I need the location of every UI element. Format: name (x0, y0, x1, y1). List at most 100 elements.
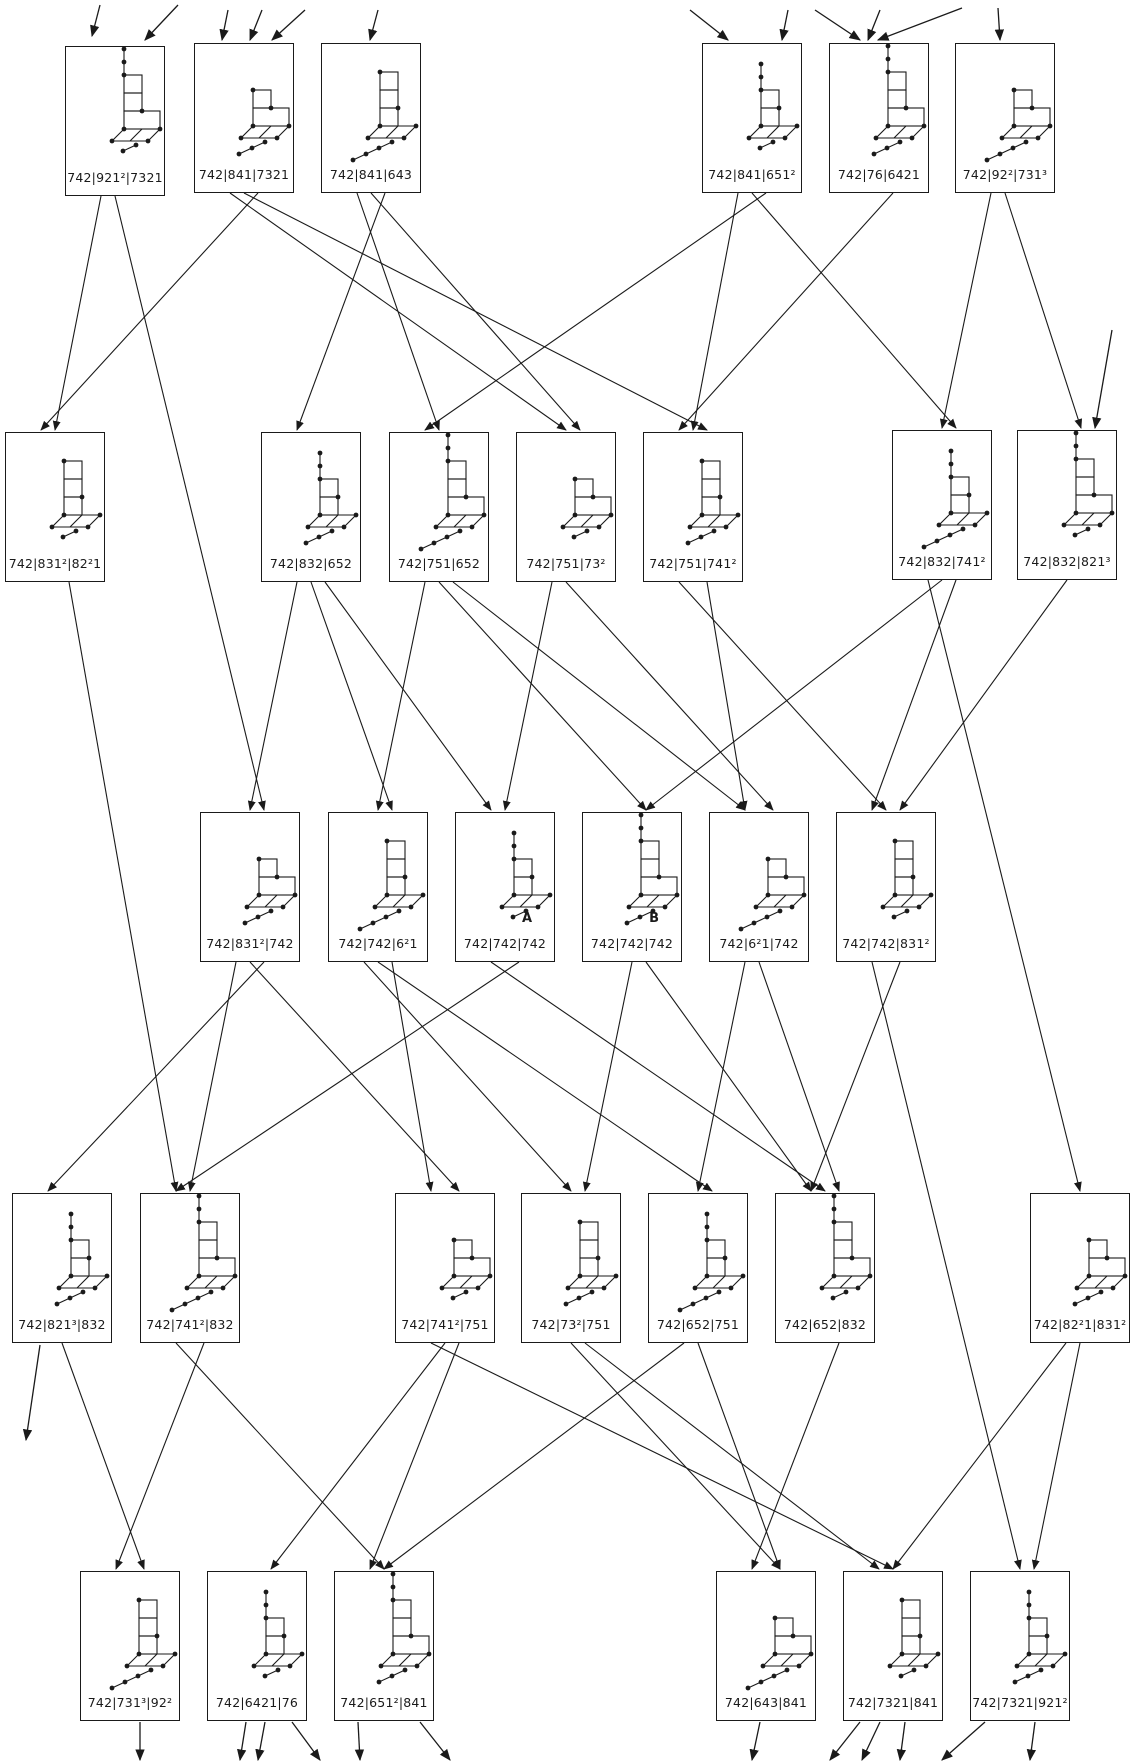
node-graphic (357, 838, 426, 932)
node-label: 742|7321|921² (972, 1695, 1068, 1710)
node-graphic (685, 458, 741, 546)
edge-arrow (939, 192, 992, 429)
node-graphic (819, 1194, 873, 1301)
edge-arrow (391, 961, 434, 1192)
node-label: 742|831²|82²1 (8, 556, 102, 571)
edge-arrow (324, 581, 492, 811)
lattice-dots (1012, 1589, 1068, 1685)
lattice-dots (54, 1211, 110, 1307)
edge-arrow (370, 192, 581, 431)
partition-node: 742|841|651² (702, 43, 802, 193)
lattice-dots (350, 69, 419, 163)
edge-arrow (751, 192, 957, 429)
stub-arrow (255, 1721, 266, 1762)
lattice-dots (871, 44, 927, 157)
node-label: 742|651²|841 (340, 1695, 428, 1710)
lattice-sketch (238, 89, 291, 155)
partition-node: 742|751|741² (643, 432, 743, 582)
node-label: 742|741²|832 (146, 1317, 234, 1332)
stub-arrow (689, 9, 729, 41)
lattice-sketch (1062, 433, 1114, 536)
node-mark-letter: B (649, 911, 659, 926)
edge-arrow (678, 581, 887, 811)
stub-arrow (249, 9, 263, 42)
edge-arrow (697, 1342, 781, 1570)
edge-arrow (247, 581, 298, 811)
edge-arrow (645, 961, 812, 1192)
stub-arrow (271, 9, 306, 41)
lattice-sketch (110, 49, 162, 152)
node-graphic (887, 1597, 941, 1679)
lattice-sketch (888, 1599, 940, 1677)
partition-node: 742|731³|92² (80, 1571, 180, 1721)
node-graphic (984, 87, 1053, 163)
partition-node: 742|643|841 (716, 1571, 816, 1721)
lattice-dots (242, 856, 298, 926)
node-graphic (350, 69, 419, 163)
lattice-sketch (881, 840, 933, 918)
partition-node: 742|921²|7321 (65, 46, 165, 196)
lattice-dots (109, 47, 163, 154)
edge-arrow (356, 192, 440, 431)
lattice-sketch (440, 1239, 492, 1299)
stub-arrow (829, 1721, 861, 1761)
lattice-dots (236, 87, 292, 157)
edge-arrow (68, 581, 179, 1192)
lattice-dots (560, 476, 614, 540)
lattice-sketch (747, 1617, 813, 1689)
lattice-dots (563, 1219, 619, 1307)
lattice-dots (357, 838, 426, 932)
partition-node: 742|831²|82²1 (5, 432, 105, 582)
node-graphic (738, 856, 807, 932)
edge-arrow (377, 961, 713, 1192)
partition-node: 742|652|751 (648, 1193, 748, 1343)
edge-arrow (502, 581, 553, 811)
lattice-dots (303, 450, 359, 546)
stub-arrow (867, 9, 881, 42)
edge-arrow (383, 1342, 685, 1570)
lattice-sketch (626, 815, 679, 924)
lattice-sketch (359, 840, 425, 930)
lattice-dots (819, 1194, 873, 1301)
node-label: 742|741²|751 (401, 1317, 489, 1332)
node-label: 742|821³|832 (18, 1317, 106, 1332)
lattice-dots (251, 1589, 305, 1679)
edge-arrow (375, 581, 426, 811)
lattice-sketch (747, 64, 799, 149)
lattice-dots (418, 433, 487, 552)
node-label: 742|831²|742 (206, 936, 294, 951)
node-graphic (242, 856, 298, 926)
node-graphic (303, 450, 359, 546)
partition-node: 742|751|652 (389, 432, 489, 582)
edge-arrow (187, 961, 237, 1192)
lattice-dots (1061, 431, 1115, 538)
edge-arrow (52, 195, 102, 431)
edge-arrow (438, 581, 647, 811)
stub-arrow (941, 1721, 986, 1761)
partition-node: 742|841|643 (321, 43, 421, 193)
edge-arrow (927, 579, 1082, 1192)
partition-node: 742|82²1|831² (1030, 1193, 1130, 1343)
edge-arrow (114, 195, 266, 811)
lattice-dots (499, 830, 553, 920)
edge-arrow (424, 192, 767, 431)
edge-arrow (369, 1342, 460, 1570)
partition-node: 742|76|6421 (829, 43, 929, 193)
edge-arrow (47, 961, 265, 1192)
node-graphic (560, 476, 614, 540)
stub-arrow (1026, 1721, 1037, 1762)
partition-node: 742|841|7321 (194, 43, 294, 193)
lattice-sketch (171, 1196, 237, 1311)
node-label: 742|643|841 (724, 1695, 808, 1710)
edge-arrow (871, 579, 957, 811)
partition-node: 742|7321|921² (970, 1571, 1070, 1721)
node-label: 742|6421|76 (215, 1695, 299, 1710)
partition-node: 742|832|741² (892, 430, 992, 580)
stub-arrow (90, 4, 101, 38)
node-label: 742|652|832 (783, 1317, 867, 1332)
node-label: 742|6²1|742 (719, 936, 799, 951)
lattice-sketch (111, 1599, 177, 1689)
node-graphic (677, 1211, 746, 1313)
lattice-sketch (244, 858, 297, 924)
